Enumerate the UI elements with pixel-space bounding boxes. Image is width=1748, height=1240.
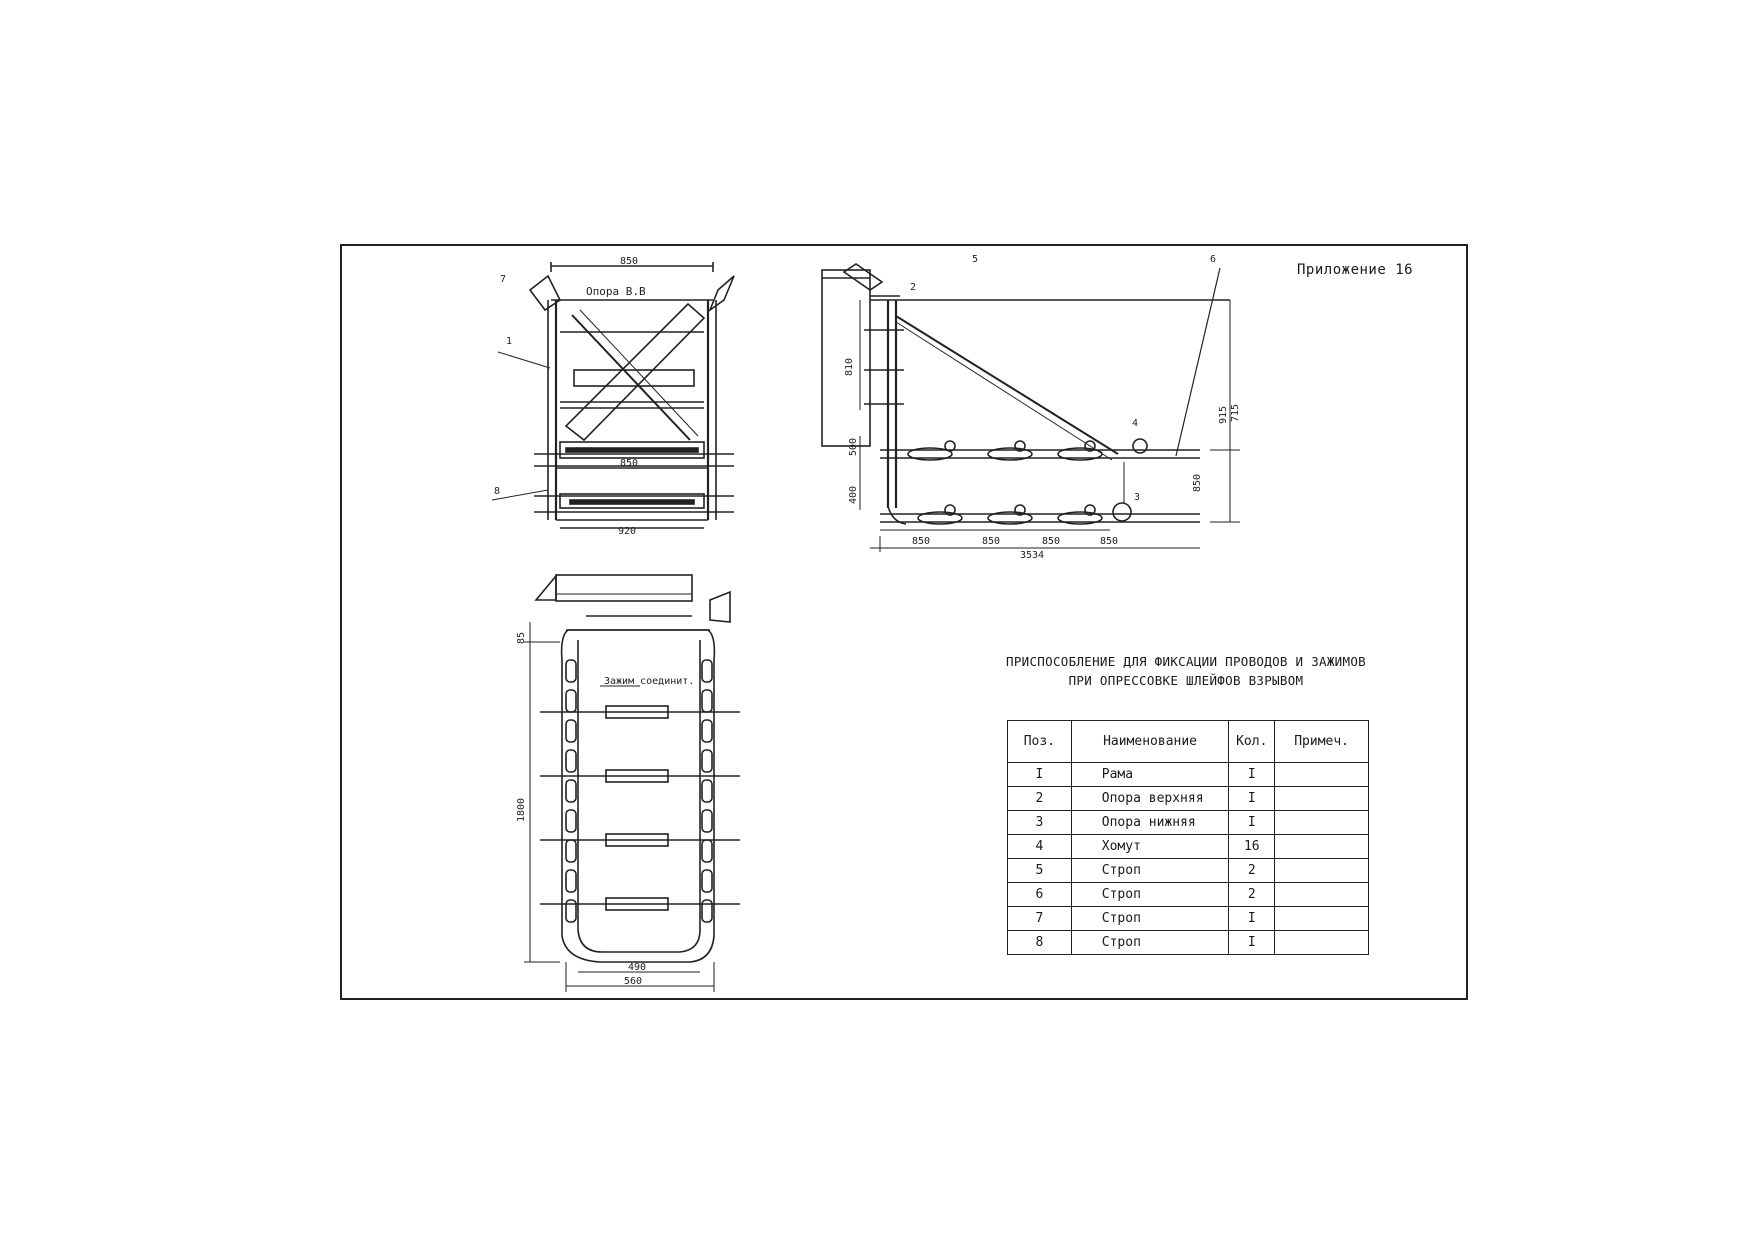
side-view [821, 263, 1240, 552]
table-row: 2 Опора верхняя I [1007, 786, 1369, 811]
appendix-label: Приложение 16 [1297, 262, 1414, 278]
cell-note [1274, 762, 1369, 787]
cell-note [1274, 786, 1369, 811]
cell-qty: 2 [1228, 882, 1276, 907]
table-row: 3 Опора нижняя I [1007, 810, 1369, 835]
cell-name: Хомут [1070, 834, 1230, 859]
side-small2-label: 400 [848, 486, 859, 504]
cell-note [1274, 882, 1369, 907]
title-line-2: ПРИ ОПРЕССОВКЕ ШЛЕЙФОВ ВЗРЫВОМ [1068, 673, 1304, 688]
parts-table: Поз. Наименование Кол. Примеч. I Рама I … [1007, 720, 1369, 955]
cell-qty: I [1228, 906, 1276, 931]
table-row: 4 Хомут 16 [1007, 834, 1369, 859]
cell-note [1274, 930, 1369, 955]
side-h4-label: 850 [1192, 474, 1203, 492]
plan-w1-label: 490 [628, 962, 646, 973]
side-d2-label: 850 [982, 536, 1000, 547]
cell-note [1274, 906, 1369, 931]
cell-pos: 6 [1007, 882, 1072, 907]
title-line-1: ПРИСПОСОБЛЕНИЕ ДЛЯ ФИКСАЦИИ ПРОВОДОВ И З… [1006, 654, 1366, 669]
cell-name: Строп [1070, 906, 1230, 931]
plan-height-label: 1800 [516, 798, 527, 822]
cell-note [1274, 834, 1369, 859]
table-row: 6 Строп 2 [1007, 882, 1369, 907]
cell-name: Опора верхняя [1070, 786, 1230, 811]
pos-2-label: 2 [910, 282, 916, 293]
side-h1-label: 810 [844, 358, 855, 376]
plan-w2-label: 560 [624, 976, 642, 987]
side-total-label: 3534 [1020, 550, 1044, 561]
cell-qty: I [1228, 762, 1276, 787]
table-row: I Рама I [1007, 762, 1369, 787]
plan-top-label: 85 [516, 632, 527, 644]
cell-pos: 5 [1007, 858, 1072, 883]
side-d1-label: 850 [912, 536, 930, 547]
front-view [491, 262, 735, 529]
table-row: 8 Строп I [1007, 930, 1369, 955]
pos-8-label: 8 [494, 486, 500, 497]
cell-pos: I [1007, 762, 1072, 787]
cell-note [1274, 810, 1369, 835]
header-qty: Кол. [1228, 720, 1276, 763]
plan-note-label: Зажим соединит. [604, 676, 694, 687]
header-note: Примеч. [1274, 720, 1369, 763]
cell-pos: 3 [1007, 810, 1072, 835]
cell-qty: I [1228, 810, 1276, 835]
front-width-label: 850 [620, 256, 638, 267]
header-pos: Поз. [1007, 720, 1072, 763]
plan-view [524, 573, 740, 992]
cell-name: Строп [1070, 930, 1230, 955]
cell-qty: 16 [1228, 834, 1276, 859]
pos-7-label: 7 [500, 274, 506, 285]
cell-name: Рама [1070, 762, 1230, 787]
side-h2-label: 915 [1218, 406, 1229, 424]
pos-5-label: 5 [972, 254, 978, 265]
cell-pos: 7 [1007, 906, 1072, 931]
side-h3-label: 715 [1230, 404, 1241, 422]
table-row: 5 Строп 2 [1007, 858, 1369, 883]
cell-name: Строп [1070, 858, 1230, 883]
header-name: Наименование [1070, 720, 1230, 763]
table-header-row: Поз. Наименование Кол. Примеч. [1007, 720, 1369, 763]
side-small1-label: 500 [848, 438, 859, 456]
cell-name: Строп [1070, 882, 1230, 907]
table-row: 7 Строп I [1007, 906, 1369, 931]
cell-pos: 4 [1007, 834, 1072, 859]
pos-1-label: 1 [506, 336, 512, 347]
front-mid-label: 850 [620, 458, 638, 469]
side-d4-label: 850 [1100, 536, 1118, 547]
cell-name: Опора нижняя [1070, 810, 1230, 835]
cell-note [1274, 858, 1369, 883]
cell-qty: I [1228, 786, 1276, 811]
pos-4-label: 4 [1132, 418, 1138, 429]
pos-3-label: 3 [1134, 492, 1140, 503]
drawing-title: ПРИСПОСОБЛЕНИЕ ДЛЯ ФИКСАЦИИ ПРОВОДОВ И З… [986, 652, 1386, 690]
front-support-label: Опора В.В [586, 285, 646, 298]
side-d3-label: 850 [1042, 536, 1060, 547]
drawing-frame [340, 244, 1468, 1000]
cell-qty: 2 [1228, 858, 1276, 883]
pos-6-label: 6 [1210, 254, 1216, 265]
cell-pos: 8 [1007, 930, 1072, 955]
cell-qty: I [1228, 930, 1276, 955]
cell-pos: 2 [1007, 786, 1072, 811]
front-bottom-label: 920 [618, 526, 636, 537]
